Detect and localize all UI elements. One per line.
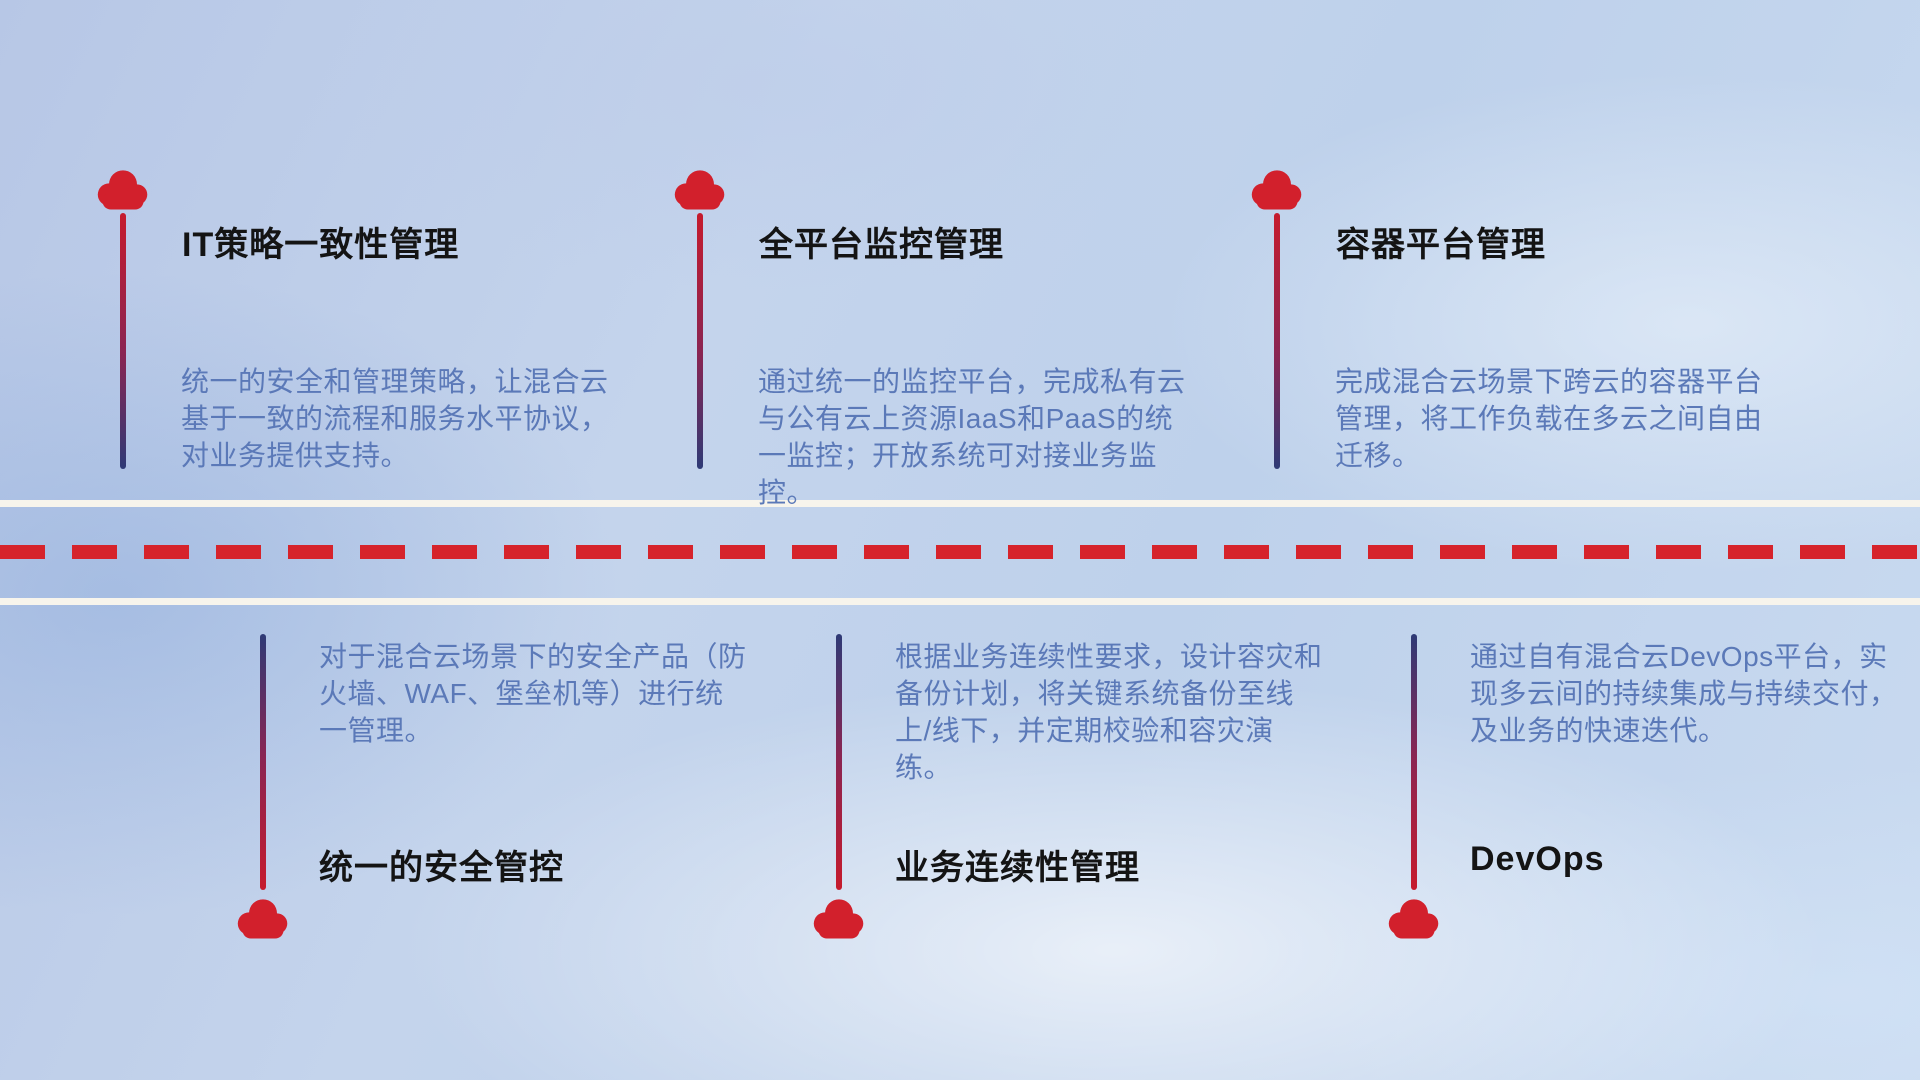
timeline-stem (836, 634, 842, 890)
road-edge-top (0, 500, 1920, 507)
feature-description: 对于混合云场景下的安全产品（防火墙、WAF、堡垒机等）进行统一管理。 (319, 641, 747, 746)
feature-item-devops: 通过自有混合云DevOps平台，实现多云间的持续集成与持续交付，及业务的快速迭代… (1386, 634, 1920, 1080)
timeline-stem (1411, 634, 1417, 890)
cloud-icon (1249, 167, 1305, 211)
cloud-icon (95, 167, 151, 211)
cloud-icon (811, 896, 867, 940)
feature-title: 统一的安全管控 (319, 849, 564, 887)
feature-item-it-policy: IT策略一致性管理 统一的安全和管理策略，让混合云基于一致的流程和服务水平协议，… (95, 167, 655, 587)
feature-description: 根据业务连续性要求，设计容灾和备份计划，将关键系统备份至线上/线下，并定期校验和… (895, 641, 1323, 783)
feature-item-business-continuity: 根据业务连续性要求，设计容灾和备份计划，将关键系统备份至线上/线下，并定期校验和… (811, 634, 1371, 1080)
timeline-stem (1274, 213, 1280, 469)
road-center-dashed-line (0, 545, 1920, 559)
feature-description: 完成混合云场景下跨云的容器平台管理，将工作负载在多云之间自由迁移。 (1335, 366, 1763, 471)
feature-title: 容器平台管理 (1336, 226, 1546, 264)
feature-item-security-control: 对于混合云场景下的安全产品（防火墙、WAF、堡垒机等）进行统一管理。 统一的安全… (235, 634, 795, 1080)
cloud-icon (672, 167, 728, 211)
feature-title: DevOps (1470, 840, 1605, 878)
feature-title: IT策略一致性管理 (182, 226, 460, 264)
feature-title: 全平台监控管理 (759, 226, 1004, 264)
timeline-stem (697, 213, 703, 469)
feature-title: 业务连续性管理 (895, 849, 1140, 887)
feature-description: 统一的安全和管理策略，让混合云基于一致的流程和服务水平协议，对业务提供支持。 (181, 366, 609, 471)
feature-description: 通过统一的监控平台，完成私有云与公有云上资源IaaS和PaaS的统一监控；开放系… (758, 366, 1186, 508)
feature-description: 通过自有混合云DevOps平台，实现多云间的持续集成与持续交付，及业务的快速迭代… (1470, 641, 1898, 746)
timeline-stem (120, 213, 126, 469)
cloud-icon (1386, 896, 1442, 940)
feature-item-monitoring: 全平台监控管理 通过统一的监控平台，完成私有云与公有云上资源IaaS和PaaS的… (672, 167, 1232, 587)
road-edge-bottom (0, 598, 1920, 605)
feature-item-container-platform: 容器平台管理 完成混合云场景下跨云的容器平台管理，将工作负载在多云之间自由迁移。 (1249, 167, 1809, 587)
timeline-stem (260, 634, 266, 890)
cloud-icon (235, 896, 291, 940)
